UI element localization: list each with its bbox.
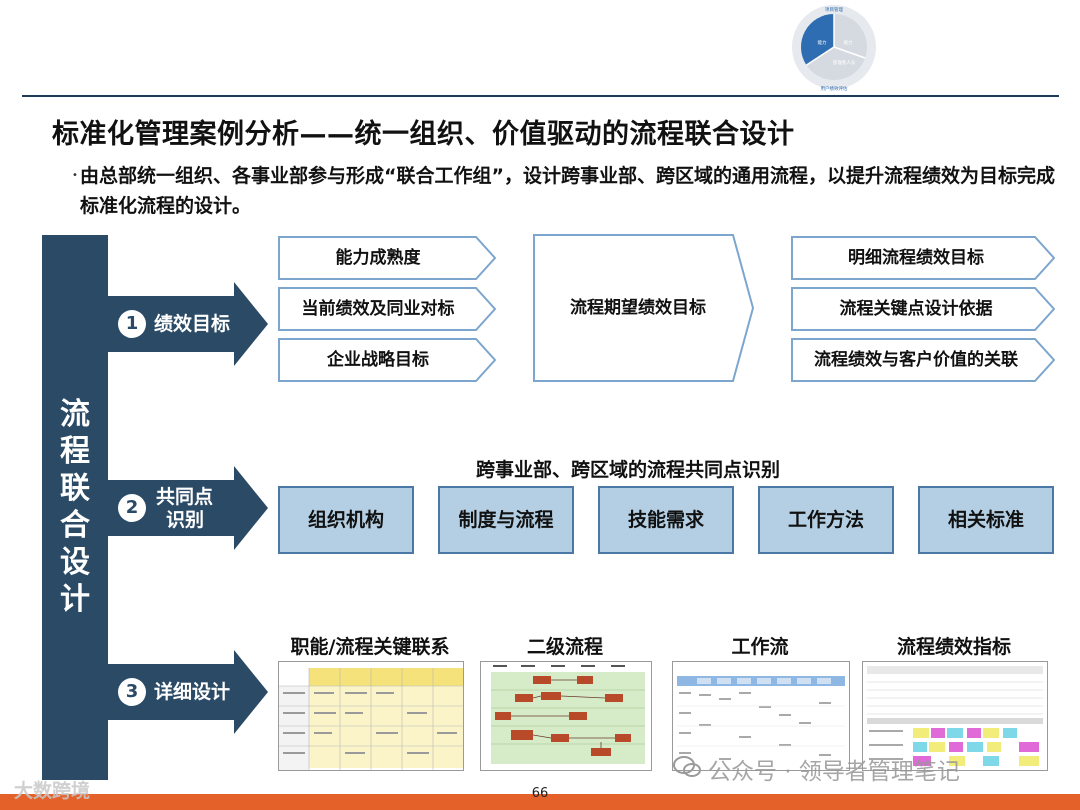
page-title: 标准化管理案例分析——统一组织、价值驱动的流程联合设计 bbox=[52, 112, 795, 151]
expected-performance-target: 流程期望绩效目标 bbox=[533, 234, 755, 382]
step-2-label-line2: 识别 bbox=[166, 509, 204, 531]
page-number: 66 bbox=[520, 786, 560, 801]
step-3-label: 详细设计 bbox=[154, 681, 230, 703]
donut-bottom-label: 用户绩效评估 bbox=[821, 85, 848, 92]
input-label: 当前绩效及同业对标 bbox=[278, 287, 478, 331]
step-1-number: 1 bbox=[118, 310, 146, 338]
header-divider bbox=[22, 95, 1059, 97]
output-detail-targets: 明细流程绩效目标 bbox=[791, 236, 1055, 280]
step-2-number: 2 bbox=[118, 494, 146, 522]
thumbnail-function-process-matrix bbox=[278, 661, 464, 771]
input-capability-maturity: 能力成熟度 bbox=[278, 236, 496, 280]
step-2-arrow: 2 共同点 识别 bbox=[108, 466, 268, 550]
center-label: 流程期望绩效目标 bbox=[533, 234, 743, 382]
step-1-label: 绩效目标 bbox=[154, 313, 230, 335]
thumbnail-2-title: 二级流程 bbox=[480, 632, 650, 659]
common-point-methods: 工作方法 bbox=[758, 486, 894, 554]
sidebar-char: 流 bbox=[42, 396, 108, 433]
step-3-number: 3 bbox=[118, 678, 146, 706]
output-customer-value: 流程绩效与客户价值的关联 bbox=[791, 338, 1055, 382]
watermark-left: 大数跨境 bbox=[14, 776, 90, 803]
sidebar-char: 设 bbox=[42, 544, 108, 581]
sidebar-char: 联 bbox=[42, 470, 108, 507]
sidebar-char: 合 bbox=[42, 507, 108, 544]
donut-top-label: 项目管理 bbox=[825, 6, 843, 13]
common-point-standards: 相关标准 bbox=[918, 486, 1054, 554]
step-2-label-line1: 共同点 bbox=[156, 486, 213, 508]
input-label: 企业战略目标 bbox=[278, 338, 478, 382]
input-strategy: 企业战略目标 bbox=[278, 338, 496, 382]
thumbnail-3-title: 工作流 bbox=[672, 632, 848, 659]
subtitle-bullet: • bbox=[72, 170, 78, 181]
output-key-points: 流程关键点设计依据 bbox=[791, 287, 1055, 331]
donut-lower-label: 管理者人员 bbox=[833, 59, 856, 66]
common-points-title: 跨事业部、跨区域的流程共同点识别 bbox=[476, 455, 780, 482]
donut-right-label: 能力 bbox=[844, 39, 853, 46]
donut-center-label: 能力 bbox=[818, 39, 827, 46]
thumbnail-1-title: 职能/流程关键联系 bbox=[278, 632, 462, 659]
sidebar-char: 计 bbox=[42, 581, 108, 618]
sidebar-char: 程 bbox=[42, 433, 108, 470]
watermark-right: 公众号 · 领导者管理笔记 bbox=[708, 752, 960, 786]
common-point-organization: 组织机构 bbox=[278, 486, 414, 554]
section-donut-chart: 项目管理 能力 能力 管理者人员 用户绩效评估 bbox=[786, 2, 882, 92]
subtitle-text: 由总部统一组织、各事业部参与形成“联合工作组”，设计跨事业部、跨区域的通用流程，… bbox=[80, 161, 1060, 221]
input-label: 能力成熟度 bbox=[278, 236, 478, 280]
step-3-arrow: 3 详细设计 bbox=[108, 650, 268, 734]
output-label: 流程关键点设计依据 bbox=[791, 287, 1041, 331]
common-point-skills: 技能需求 bbox=[598, 486, 734, 554]
step-1-arrow: 1 绩效目标 bbox=[108, 282, 268, 366]
output-label: 明细流程绩效目标 bbox=[791, 236, 1041, 280]
wechat-icon bbox=[672, 752, 702, 782]
thumbnail-4-title: 流程绩效指标 bbox=[862, 632, 1046, 659]
thumbnail-level2-process bbox=[480, 661, 652, 771]
output-label: 流程绩效与客户价值的关联 bbox=[791, 338, 1041, 382]
sidebar-label: 流 程 联 合 设 计 bbox=[42, 396, 108, 618]
common-point-policy-process: 制度与流程 bbox=[438, 486, 574, 554]
input-benchmark: 当前绩效及同业对标 bbox=[278, 287, 496, 331]
